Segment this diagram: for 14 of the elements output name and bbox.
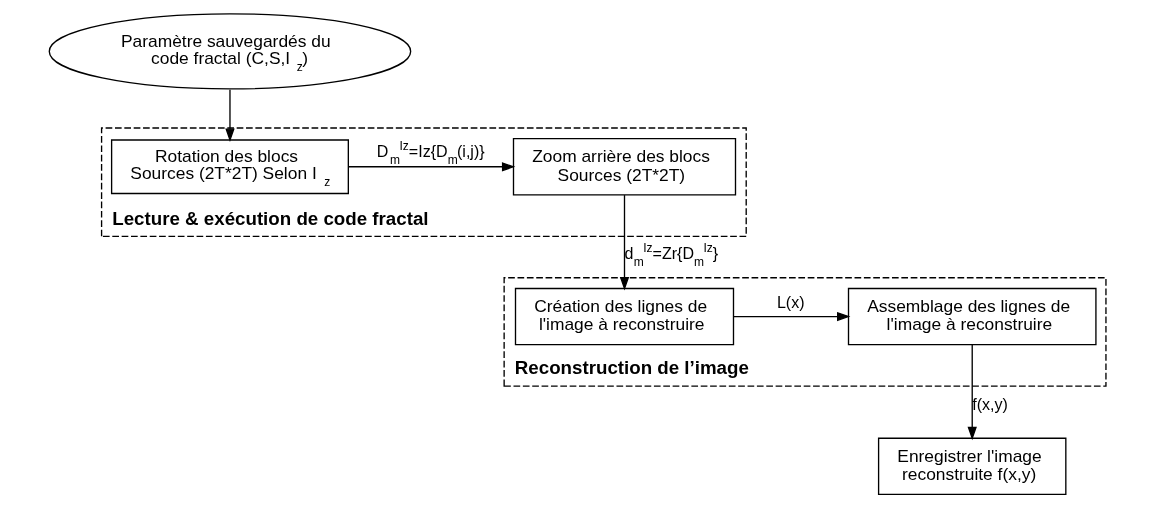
arrow — [225, 88, 235, 142]
edge-label: L(x) — [776, 293, 805, 312]
node-box: Création des lignes de l'image à reconstruire — [514, 287, 735, 346]
edge-label: D$_{m}$$^{Iz}$=Iz{D$_{m}$(i,j)} — [376, 138, 485, 167]
node-box: Assemblage des lignes de l'image à reconstruire — [847, 287, 1097, 346]
arrow — [619, 194, 630, 291]
edge-label: d$_{m}$$^{Iz}$=Zr{D$_{m}$$^{Iz}$} — [624, 240, 719, 269]
node-ellipse: Paramètre sauvegardés du code fractal (C,S,I$_{z}$) — [48, 13, 412, 90]
node-box: Enregistrer l'image reconstruite f(x,y) — [877, 437, 1067, 496]
node-box: Zoom arrière des blocs Sources (2T*2T) — [512, 138, 737, 196]
node-box: Rotation des blocs Sources (2T*2T) Selon I$_{z}$ — [110, 139, 349, 195]
arrow — [347, 162, 516, 172]
arrow — [967, 344, 977, 441]
arrow — [732, 311, 851, 322]
